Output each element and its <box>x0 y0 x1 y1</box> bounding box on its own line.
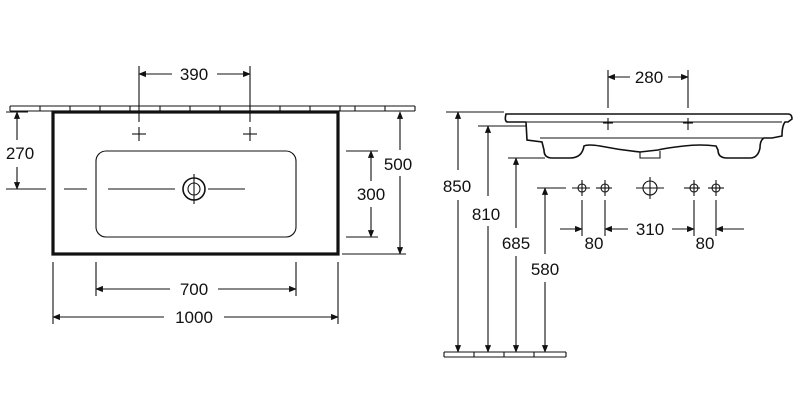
dim-connection-chain: 80 310 80 <box>560 220 744 253</box>
dim-overall-width: 1000 <box>52 262 339 327</box>
dim-depth-to-tap-label: 270 <box>6 144 34 163</box>
top-view-wall-line <box>9 105 416 112</box>
dim-spacing-middle-label: 310 <box>636 220 664 239</box>
dim-outlet-height-label: 685 <box>502 234 530 253</box>
basin-profile <box>504 113 793 159</box>
floor-line <box>443 351 567 358</box>
dim-supply-height-label: 580 <box>531 260 559 279</box>
supply-icon-1 <box>577 180 587 196</box>
dim-underside-height: 810 <box>472 125 526 353</box>
supply-icon-2 <box>600 180 610 196</box>
waste-icon <box>642 177 658 199</box>
dim-rim-height: 850 <box>443 111 504 353</box>
basin-outline <box>51 110 340 256</box>
dim-bowl-depth: 300 <box>346 150 385 238</box>
bowl-outline <box>95 150 297 238</box>
dim-bowl-depth-label: 300 <box>357 185 385 204</box>
side-tap-left-icon <box>603 118 613 130</box>
tap-hole-right-icon <box>243 127 257 141</box>
supply-icon-3 <box>689 180 699 196</box>
side-view: 280 850 810 <box>443 68 793 358</box>
dim-spacing-left-label: 80 <box>585 234 604 253</box>
dim-bowl-width: 700 <box>95 262 297 299</box>
dim-spacing-right-label: 80 <box>696 234 715 253</box>
dim-overall-width-label: 1000 <box>175 308 213 327</box>
dim-underside-height-label: 810 <box>472 205 500 224</box>
dim-side-top-label: 280 <box>635 68 663 87</box>
dim-supply-height: 580 <box>531 187 566 353</box>
supply-icon-4 <box>711 180 721 196</box>
side-tap-right-icon <box>683 118 693 130</box>
top-view: 390 270 700 1000 <box>6 65 416 327</box>
tap-hole-left-icon <box>132 127 146 141</box>
dim-outlet-height: 685 <box>502 157 545 353</box>
dim-depth-to-tap: 270 <box>6 111 46 190</box>
drain-icon <box>182 174 206 204</box>
dim-bowl-width-label: 700 <box>180 280 208 299</box>
dim-side-top: 280 <box>607 68 689 108</box>
dim-overall-depth-label: 500 <box>384 155 412 174</box>
dim-rim-height-label: 850 <box>443 177 471 196</box>
dim-tap-spacing-label: 390 <box>180 65 208 84</box>
dim-tap-spacing: 390 <box>138 65 251 122</box>
dim-overall-depth: 500 <box>342 111 412 255</box>
